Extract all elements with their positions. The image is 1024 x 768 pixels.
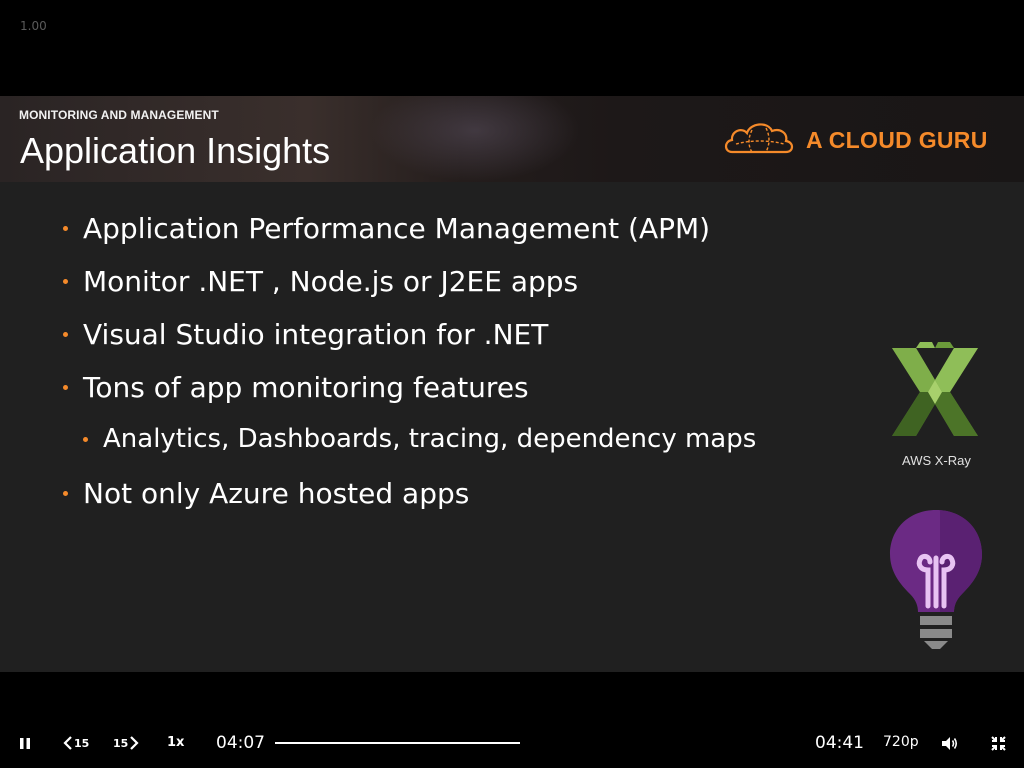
skip-back-icon xyxy=(63,736,73,750)
cloud-logo-icon xyxy=(722,116,796,164)
section-label: MONITORING AND MANAGEMENT xyxy=(19,108,219,122)
slide: MONITORING AND MANAGEMENT Application In… xyxy=(0,96,1024,672)
bullet-dot xyxy=(63,491,68,496)
skip-forward-button[interactable]: 15 xyxy=(113,736,139,750)
quality-button[interactable]: 720p xyxy=(883,734,919,750)
presenter-video-background xyxy=(370,96,580,182)
bullet-dot xyxy=(63,332,68,337)
brand-logo: A CLOUD GURU xyxy=(722,118,988,162)
sub-bullet-item: Analytics, Dashboards, tracing, dependen… xyxy=(83,424,756,454)
bullet-item: Monitor .NET , Node.js or J2EE apps xyxy=(63,265,578,298)
volume-icon xyxy=(941,736,959,751)
volume-button[interactable] xyxy=(941,736,959,751)
bullet-dot xyxy=(83,436,88,442)
exit-fullscreen-icon xyxy=(991,736,1006,751)
bullet-item: Tons of app monitoring features xyxy=(63,371,529,404)
skip-back-button[interactable]: 15 xyxy=(63,736,89,750)
progress-fill xyxy=(275,742,491,744)
current-time: 04:07 xyxy=(216,733,265,753)
bullet-text: Not only Azure hosted apps xyxy=(83,477,470,510)
bullet-text: Tons of app monitoring features xyxy=(83,371,529,404)
pause-button[interactable] xyxy=(18,737,32,750)
brand-name: A CLOUD GURU xyxy=(806,126,988,153)
skip-back-label: 15 xyxy=(74,736,90,750)
slide-header: MONITORING AND MANAGEMENT Application In… xyxy=(0,96,1024,182)
lightbulb-icon xyxy=(888,508,984,650)
skip-forward-icon xyxy=(129,736,139,750)
progress-bar[interactable] xyxy=(275,742,520,744)
bullet-dot xyxy=(63,226,68,231)
exit-fullscreen-button[interactable] xyxy=(991,736,1006,751)
bullet-item: Not only Azure hosted apps xyxy=(63,477,469,510)
aws-xray-icon xyxy=(888,342,982,444)
playback-speed-readout: 1.00 xyxy=(20,19,47,33)
total-time: 04:41 xyxy=(815,733,864,753)
bullet-text: Visual Studio integration for .NET xyxy=(83,318,549,351)
playback-rate-button[interactable]: 1x xyxy=(167,735,185,750)
bullet-dot xyxy=(63,385,68,390)
bullet-text: Analytics, Dashboards, tracing, dependen… xyxy=(103,424,757,454)
bullet-text: Monitor .NET , Node.js or J2EE apps xyxy=(83,265,579,298)
pause-icon xyxy=(18,737,32,750)
skip-forward-label: 15 xyxy=(113,736,129,750)
bullet-item: Application Performance Management (APM) xyxy=(63,212,710,245)
bullet-text: Application Performance Management (APM) xyxy=(83,212,711,245)
player-controls: 15 15 1x 04:07 04:41 720p xyxy=(0,720,1024,768)
bullet-dot xyxy=(63,279,68,284)
slide-title: Application Insights xyxy=(20,130,331,171)
bullet-item: Visual Studio integration for .NET xyxy=(63,318,548,351)
aws-xray-label: AWS X-Ray xyxy=(902,453,971,468)
